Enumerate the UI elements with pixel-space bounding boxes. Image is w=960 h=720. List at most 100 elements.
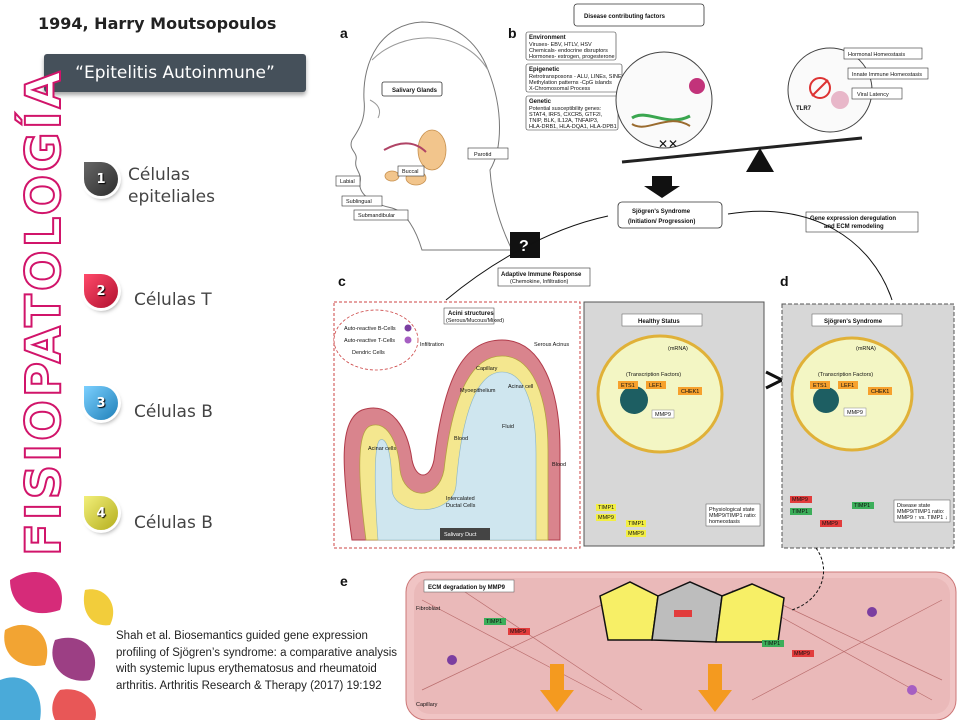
gen-line-4: HLA-DRB1, HLA-DQA1, HLA-DPB1: [529, 124, 617, 130]
disease-factors-box: [573, 3, 705, 27]
buccal-box: [397, 165, 425, 177]
salivary-glands-box: [381, 81, 443, 97]
b-cell-icon: [404, 324, 412, 332]
d-timp1-2-label: TIMP1: [854, 503, 870, 509]
sjogren-mmp9-box: [843, 407, 867, 417]
d-mmp9-1: [790, 496, 812, 503]
item-2-line1: Células T: [134, 290, 212, 310]
acini-line1: Acini structures: [448, 311, 494, 317]
d-timp1-1-label: TIMP1: [792, 509, 808, 515]
healthy-tf: (Transcription Factors): [626, 372, 681, 378]
panel-label-c: c: [338, 273, 346, 289]
item-3-number: 3: [96, 395, 106, 411]
t-cell-icon: [404, 336, 412, 344]
item-3-badge: 3: [84, 386, 118, 420]
d-mmp9-1-label: MMP9: [792, 497, 808, 503]
acini-box: [443, 307, 495, 325]
healthy-mmp9: MMP9: [655, 412, 671, 418]
blocked-icon-slash: [811, 79, 829, 97]
panel-label-b: b: [508, 25, 517, 41]
d-timp1-2: [852, 502, 874, 509]
viral-label: Viral Latency: [857, 92, 889, 98]
gen-line-3: TNIP, BLK, IL12A, TNFAIP3,: [529, 118, 599, 124]
sjogren-mrna: (mRNA): [856, 346, 876, 352]
down-arrow: [644, 176, 680, 198]
epigenetic-title: Epigenetic: [529, 67, 560, 73]
environment-title: Environment: [529, 35, 566, 41]
parotid-label: Parotid: [474, 152, 491, 158]
ecm-title: ECM degradation by MMP9: [428, 585, 506, 591]
chromosome-icon: ✕✕: [658, 137, 678, 151]
capillary-label: Capillary: [476, 366, 498, 372]
immune-cell-3: [907, 685, 917, 695]
item-2-label: Células T: [134, 289, 212, 311]
healthy-ets1-box: [618, 381, 638, 389]
sjogren-box: [617, 201, 723, 229]
dna-strand-2: [631, 120, 691, 128]
phys-box: [705, 503, 761, 527]
ecm-title-box: [423, 579, 515, 593]
blocked-icon: [809, 77, 831, 99]
healthy-timp1-b: [626, 520, 646, 527]
legend-b-cells: Auto-reactive B-Cells: [344, 326, 396, 332]
healthy-title-box: [621, 313, 703, 327]
healthy-lef1: LEF1: [649, 383, 662, 389]
author-year-heading: 1994, Harry Moutsopoulos: [38, 14, 277, 33]
sjogren-chek1-box: [868, 387, 892, 395]
item-1-badge: 1: [84, 162, 118, 196]
hormonal-label: Hormonal Homeostasis: [848, 52, 905, 58]
item-3-line1: Células B: [134, 402, 213, 422]
labial-box: [335, 175, 361, 187]
tlr7-label: TLR7: [796, 106, 812, 112]
salivary-duct-label: Salivary Duct: [444, 532, 477, 538]
disease-factors-label: Disease contributing factors: [584, 14, 666, 20]
healthy-nucleolus: [620, 386, 648, 414]
parotid-box: [467, 147, 509, 160]
ecm-tissue: [414, 578, 950, 714]
e-timp1-1: [484, 618, 506, 625]
epi-line-1: Retrotransposons - ALU, LINEs, SINEs: [529, 74, 625, 80]
d-timp1-1: [790, 508, 812, 515]
arrow-to-c: [445, 215, 609, 301]
innate-label: Innate Immune Homeostasis: [852, 72, 922, 78]
submandibular-label: Submandibular: [358, 213, 395, 219]
sjogren-line1: Sjögren's Syndrome: [632, 209, 691, 215]
env-line-1: Viruses- EBV, HTLV, HSV: [529, 42, 592, 48]
balance-fulcrum: [746, 148, 774, 172]
phys-line1: Physiological state: [709, 507, 755, 513]
arrow-c-d: [765, 370, 786, 390]
capillary-e-label: Capillary: [416, 702, 438, 708]
gene-dereg-box: [805, 211, 919, 233]
healthy-lef1-box: [646, 381, 666, 389]
e-timp1-1-label: TIMP1: [486, 619, 502, 625]
balance-beam: [621, 136, 863, 164]
viral-box: [851, 87, 903, 100]
arrow-from-d: [727, 210, 893, 301]
sjogren-d-title-box: [811, 313, 903, 327]
item-4-number: 4: [96, 505, 106, 521]
duct-line: [383, 142, 427, 153]
innate-box: [847, 67, 929, 80]
sjogren-chek1: CHEK1: [871, 389, 889, 395]
epithelial-cell-3: [715, 583, 785, 643]
buccal-label: Buccal: [402, 169, 419, 175]
sublingual-box: [341, 195, 383, 207]
item-2-badge: 2: [84, 274, 118, 308]
healthy-mmp9-a-label: MMP9: [598, 515, 614, 521]
legend-t-cells: Auto-reactive T-Cells: [344, 338, 395, 344]
labial-label: Labial: [340, 179, 355, 185]
healthy-timp1-b-label: TIMP1: [628, 521, 644, 527]
dis-line3: MMP9 ↑ vs. TIMP1 ↓: [897, 515, 948, 521]
hormonal-box: [843, 47, 923, 60]
virus-icon-2: [831, 91, 849, 109]
immune-legend: [333, 309, 419, 371]
e-timp1-2-label: TIMP1: [764, 641, 780, 647]
dis-line2: MMP9/TIMP1 ratio:: [897, 509, 945, 515]
e-mmp9-1-label: MMP9: [510, 629, 526, 635]
virus-icon: [689, 78, 705, 94]
question-mark: ?: [519, 238, 529, 255]
env-line-3: Hormones- estrogen, progesterone: [529, 54, 615, 60]
env-line-2: Chemicals- endocrine disruptors: [529, 48, 608, 54]
side-title: FISIOPATOLOGÍA: [15, 67, 73, 557]
